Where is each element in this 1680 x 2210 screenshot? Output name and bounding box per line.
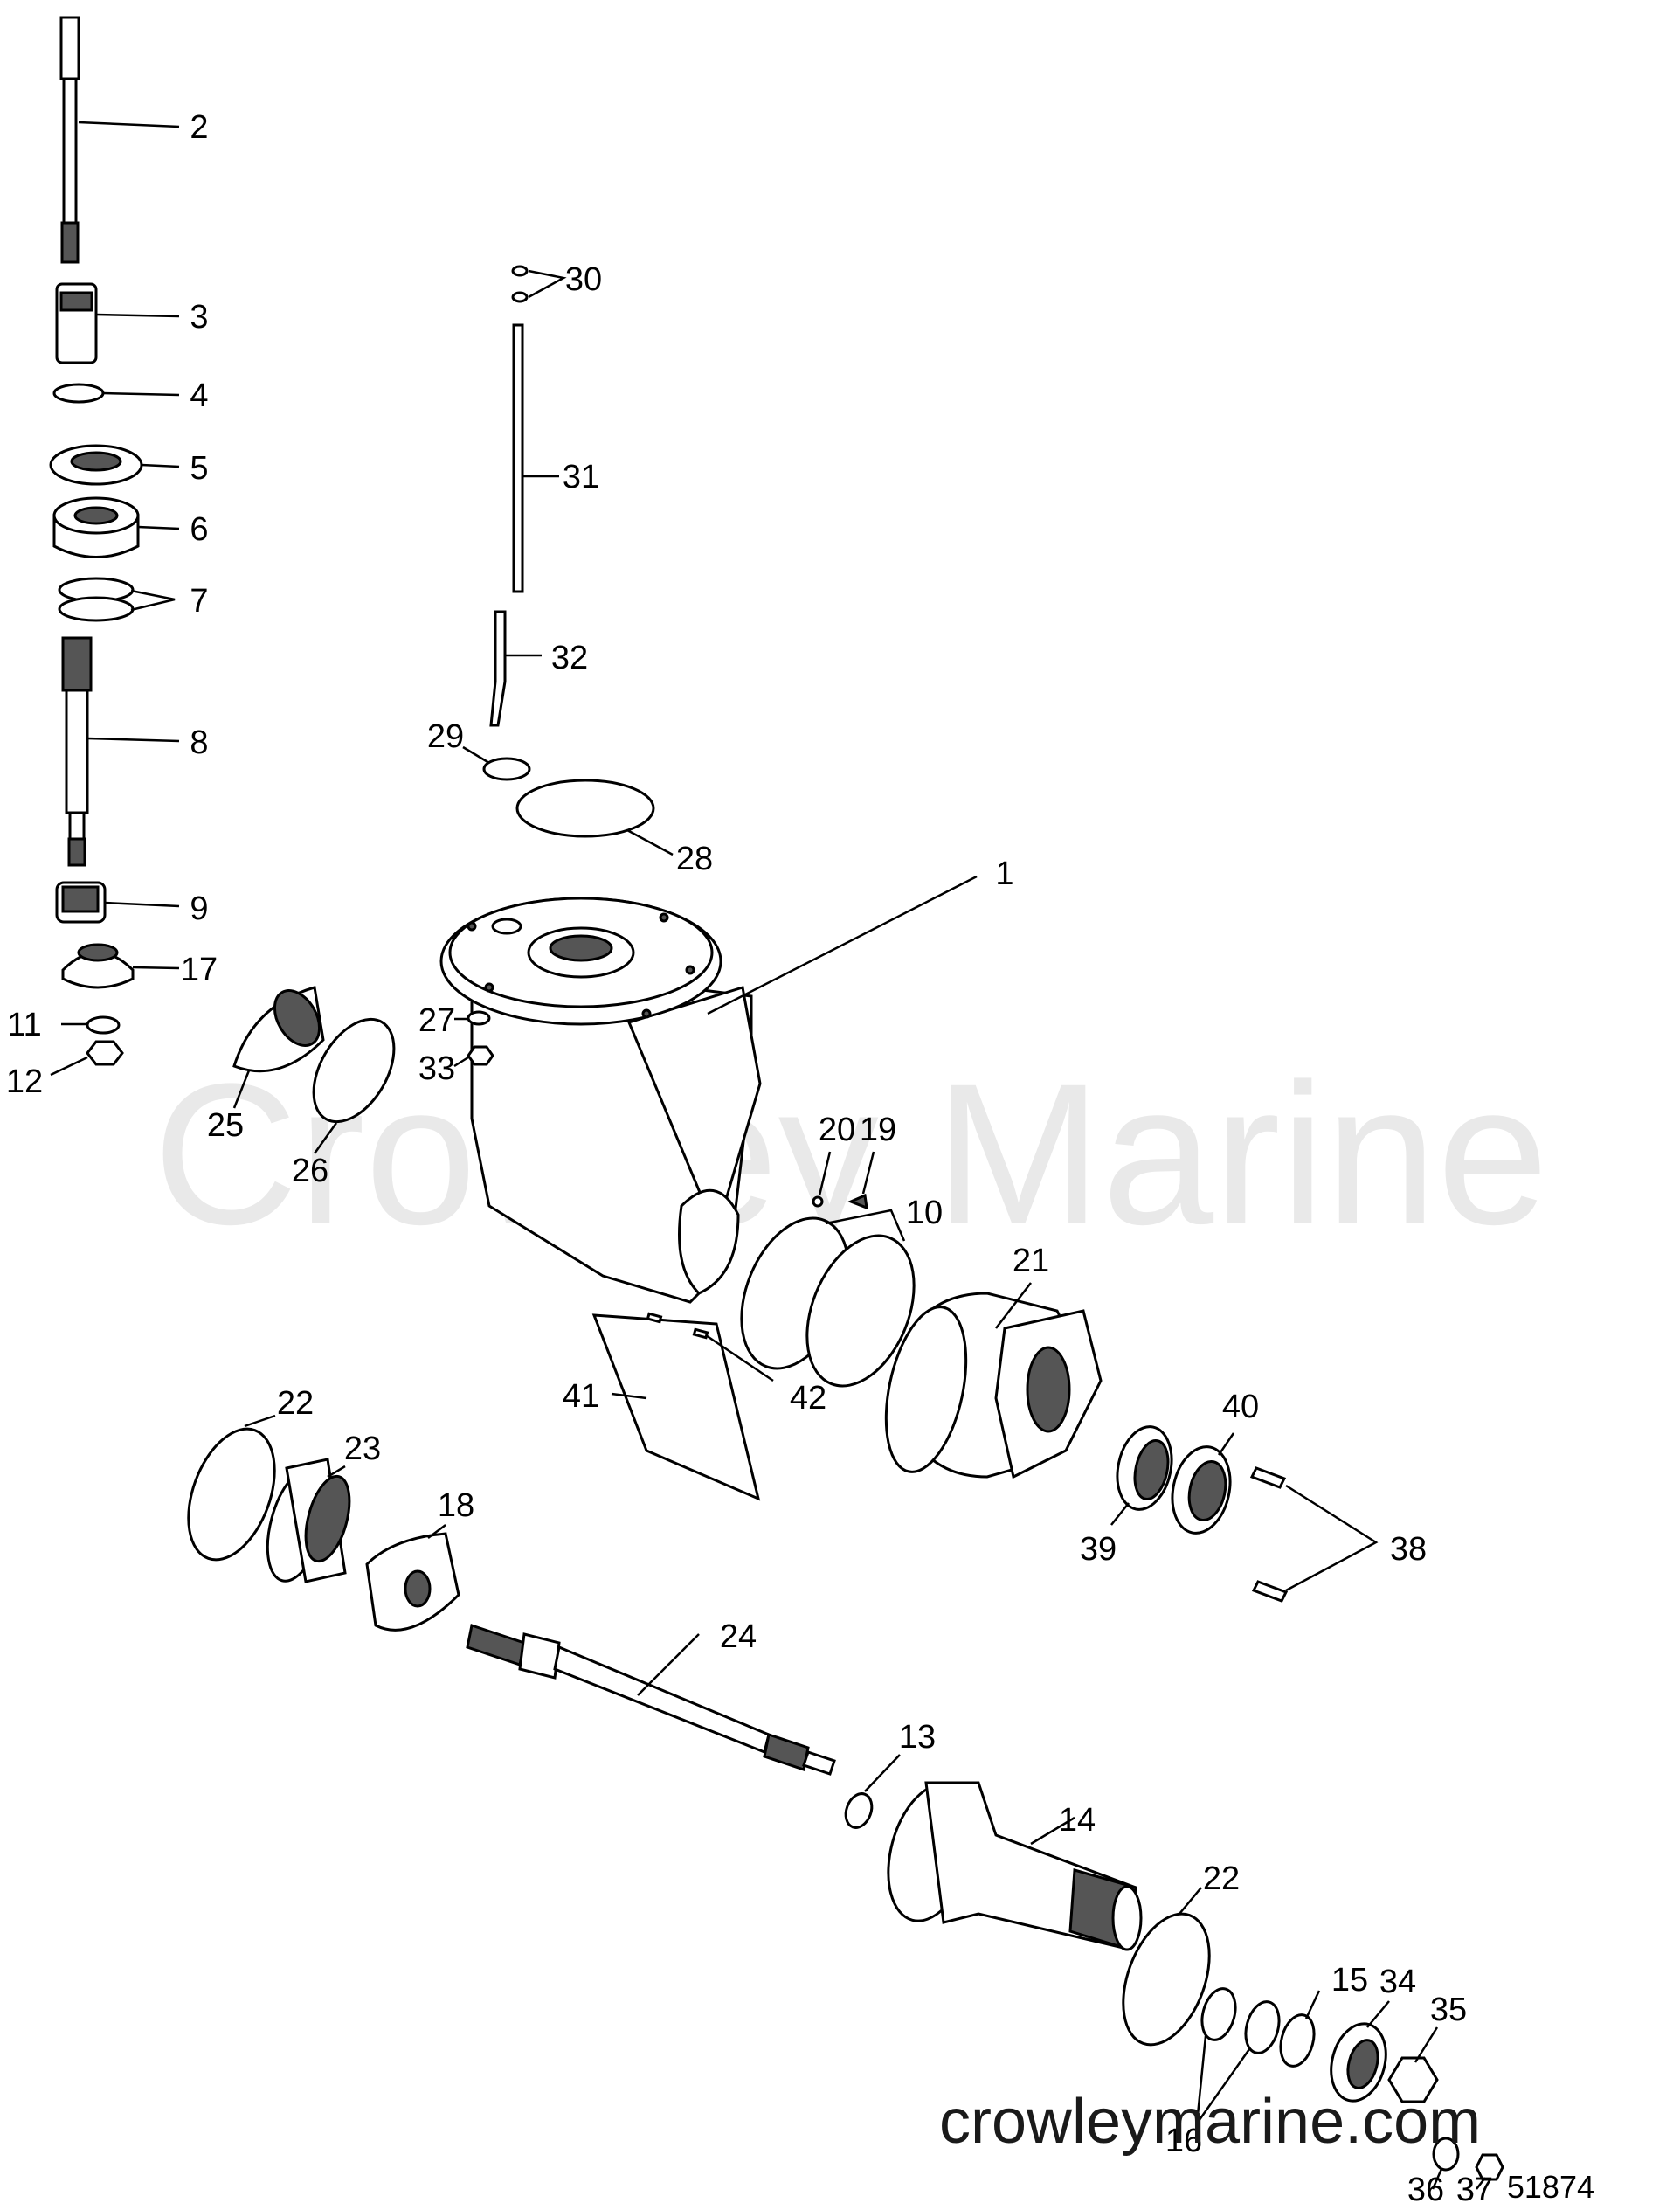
callout-38: 38 (1390, 1531, 1427, 1568)
part-27-washer (467, 1010, 491, 1026)
callout-17: 17 (181, 952, 218, 988)
part-9-bearing (55, 881, 107, 924)
callout-5: 5 (190, 450, 208, 487)
callout-4: 4 (190, 378, 208, 414)
callout-37: 37 (1456, 2172, 1493, 2208)
callout-14: 14 (1059, 1802, 1096, 1839)
part-15-bearing (1279, 2013, 1316, 2068)
callout-6: 6 (190, 511, 208, 548)
part-10-oring-b (805, 1234, 916, 1388)
callout-34: 34 (1379, 1964, 1416, 2000)
callout-2: 2 (190, 109, 208, 146)
part-18-reverse-gear (365, 1532, 460, 1632)
part-11-washer (86, 1015, 121, 1035)
callout-32: 32 (551, 640, 588, 676)
callout-18: 18 (438, 1487, 474, 1524)
part-17-pinion-gear (61, 943, 135, 989)
part-16-bearings (1200, 1987, 1281, 2054)
part-22-oring-lower (1122, 1912, 1211, 2047)
part-13-ring (844, 1792, 874, 1829)
callout-28: 28 (676, 841, 713, 877)
part-5-retainer (49, 444, 143, 486)
part-8-pinion-shaft (61, 636, 93, 867)
callout-11: 11 (7, 1007, 41, 1043)
callout-41: 41 (563, 1378, 599, 1415)
callout-20: 20 (819, 1112, 855, 1148)
part-24-propeller-shaft (466, 1624, 836, 1776)
callout-33: 33 (418, 1050, 455, 1087)
part-3-bearing (55, 282, 98, 364)
callout-36: 36 (1407, 2172, 1444, 2208)
part-36-washer (1432, 2137, 1460, 2172)
callout-30: 30 (565, 261, 602, 298)
part-25-bearing-cup (232, 986, 325, 1073)
callout-29: 29 (427, 718, 464, 755)
callout-23: 23 (344, 1431, 381, 1467)
callout-8: 8 (190, 724, 208, 761)
callout-27: 27 (418, 1002, 455, 1039)
callout-31: 31 (563, 459, 599, 495)
callout-15: 15 (1331, 1962, 1368, 1999)
callout-26: 26 (292, 1153, 328, 1189)
callout-12: 12 (6, 1063, 43, 1100)
callout-16: 16 (1165, 2123, 1202, 2159)
part-1-gearcase-housing (439, 897, 762, 1304)
part-30-washers (511, 265, 529, 277)
callout-10: 10 (906, 1195, 943, 1231)
callout-25: 25 (207, 1107, 244, 1144)
part-32-coupler (489, 610, 507, 727)
part-38-screws (1249, 1466, 1289, 1603)
part-19-poppet (847, 1193, 868, 1210)
part-35-nut (1387, 2056, 1439, 2103)
callout-21: 21 (1013, 1243, 1049, 1279)
figure-number: 51874 (1507, 2169, 1594, 2205)
part-30-washer-lower (511, 291, 529, 303)
callout-22-lower: 22 (1203, 1860, 1240, 1897)
part-4-ring (52, 383, 105, 404)
part-40-seal (1171, 1445, 1232, 1535)
part-28-oring (515, 779, 655, 838)
callout-22-upper: 22 (277, 1385, 314, 1422)
callout-7: 7 (190, 583, 208, 620)
part-2-driveshaft (59, 16, 80, 264)
part-41-trim-tab (591, 1313, 761, 1501)
part-6-bearing-cup (52, 496, 140, 558)
part-12-nut (86, 1040, 124, 1066)
part-23-bearing (266, 1458, 351, 1583)
part-29-oring (482, 757, 531, 781)
part-26-oring (312, 1017, 396, 1124)
callout-39: 39 (1080, 1531, 1117, 1568)
part-22-oring-upper (187, 1427, 276, 1562)
callout-3: 3 (190, 299, 208, 336)
callout-42: 42 (790, 1380, 826, 1417)
callout-35: 35 (1430, 1992, 1467, 2028)
callout-40: 40 (1222, 1389, 1259, 1425)
website-text: crowleymarine.com (939, 2087, 1481, 2157)
callout-13: 13 (899, 1719, 936, 1756)
part-33-nut (467, 1045, 494, 1066)
part-21-bearing-carrier (884, 1292, 1103, 1479)
part-20-ball (812, 1195, 824, 1208)
callout-24: 24 (720, 1618, 757, 1655)
part-39-bearing (1116, 1425, 1173, 1511)
callout-9: 9 (190, 890, 208, 927)
part-7-shims (58, 577, 135, 622)
part-14-forward-gear (887, 1781, 1143, 1951)
part-31-shift-rod (512, 323, 524, 593)
callout-19: 19 (860, 1112, 896, 1148)
callout-1: 1 (995, 856, 1013, 892)
